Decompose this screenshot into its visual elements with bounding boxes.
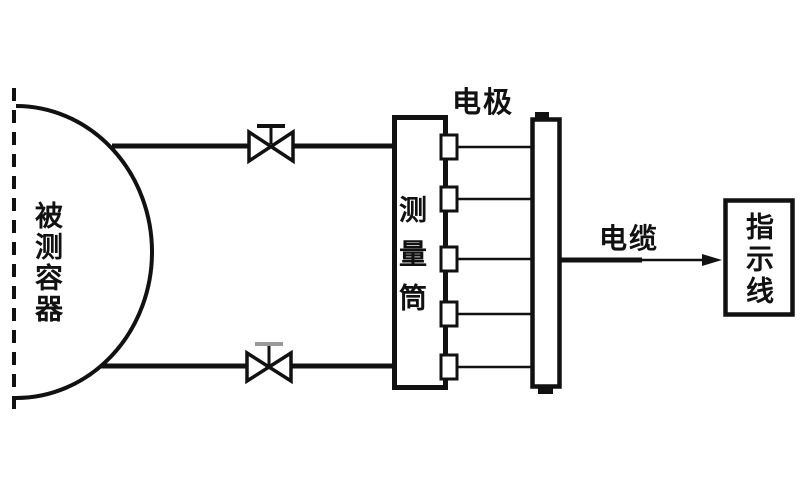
- indicator-label: 指示线: [742, 212, 775, 308]
- electrode-tab: [439, 133, 459, 161]
- bottom-valve-left-triangle: [245, 349, 273, 385]
- vessel-label: 被测容器: [31, 201, 64, 325]
- cable-arrowhead: [702, 254, 722, 266]
- top-valve-left-triangle: [247, 128, 275, 165]
- electrode-tab: [439, 245, 459, 273]
- cable-label: 电缆: [599, 222, 660, 255]
- electrode-plate-top-nub: [535, 112, 549, 119]
- bottom-valve: [245, 342, 293, 385]
- electrode-label: 电极: [452, 85, 515, 119]
- electrode-plate-bottom-nub: [538, 387, 553, 394]
- bottom-valve-right-triangle: [265, 349, 293, 385]
- electrode-tab: [439, 353, 459, 381]
- indicator-box: [723, 198, 795, 317]
- vessel-outline: [15, 104, 154, 400]
- electrode-plate: [530, 117, 562, 389]
- measuring-cylinder-label: 测量筒: [395, 195, 428, 327]
- top-valve-right-triangle: [267, 128, 295, 165]
- top-valve: [247, 124, 295, 165]
- electrode-tab: [439, 300, 459, 328]
- electrode-tab: [439, 185, 459, 213]
